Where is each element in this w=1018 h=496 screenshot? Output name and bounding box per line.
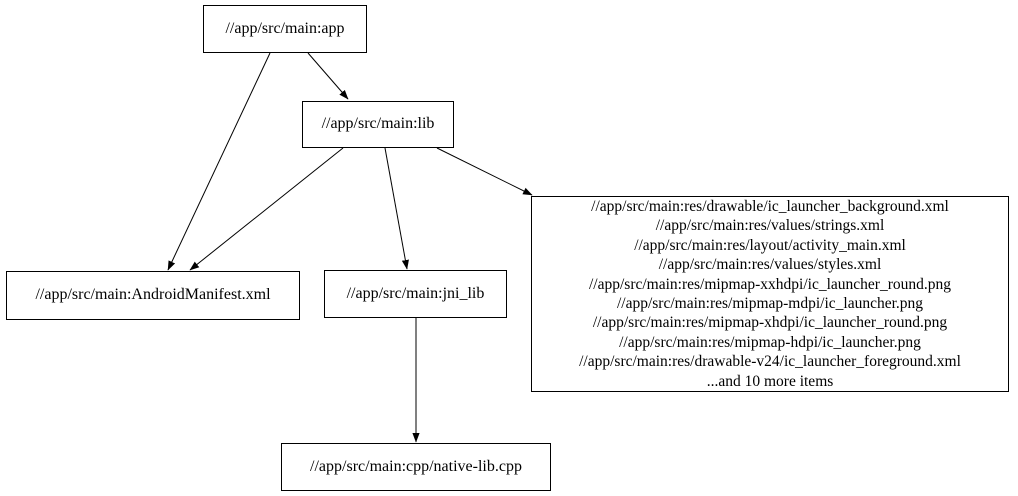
edge-lib-to-android-manifest [189, 147, 344, 271]
resource-line: //app/src/main:res/mipmap-hdpi/ic_launch… [619, 333, 921, 351]
edge-lib-to-resources [436, 147, 533, 196]
edge-lib-to-jni-lib [384, 147, 409, 270]
node-jni-lib-label: //app/src/main:jni_lib [346, 284, 485, 302]
node-app-label: //app/src/main:app [225, 19, 345, 37]
node-lib[interactable]: //app/src/main:lib [302, 101, 454, 148]
node-native-lib-cpp[interactable]: //app/src/main:cpp/native-lib.cpp [281, 443, 551, 491]
resource-line: //app/src/main:res/mipmap-mdpi/ic_launch… [616, 295, 924, 312]
resource-line: //app/src/main:res/drawable/ic_launcher_… [591, 197, 949, 215]
resource-line: //app/src/main:res/layout/activity_main.… [634, 236, 906, 254]
node-resource-group[interactable]: //app/src/main:res/drawable/ic_launcher_… [531, 196, 1009, 392]
resource-line: //app/src/main:res/values/strings.xml [655, 217, 885, 235]
edge-app-to-android-manifest [167, 52, 271, 271]
node-app[interactable]: //app/src/main:app [203, 5, 367, 53]
resource-more-items-line: ...and 10 more items [706, 372, 834, 390]
node-android-manifest-label: //app/src/main:AndroidManifest.xml [35, 286, 271, 304]
node-android-manifest[interactable]: //app/src/main:AndroidManifest.xml [6, 271, 300, 320]
resource-line: //app/src/main:res/mipmap-xhdpi/ic_launc… [592, 314, 948, 332]
resource-line: //app/src/main:res/mipmap-xxhdpi/ic_laun… [588, 275, 951, 293]
node-lib-label: //app/src/main:lib [321, 115, 435, 133]
node-jni-lib[interactable]: //app/src/main:jni_lib [324, 270, 507, 318]
edge-app-to-lib [307, 52, 349, 100]
node-native-lib-cpp-label: //app/src/main:cpp/native-lib.cpp [310, 457, 522, 475]
resource-line: //app/src/main:res/values/styles.xml [658, 256, 882, 274]
resource-line: //app/src/main:res/drawable-v24/ic_launc… [579, 353, 961, 371]
